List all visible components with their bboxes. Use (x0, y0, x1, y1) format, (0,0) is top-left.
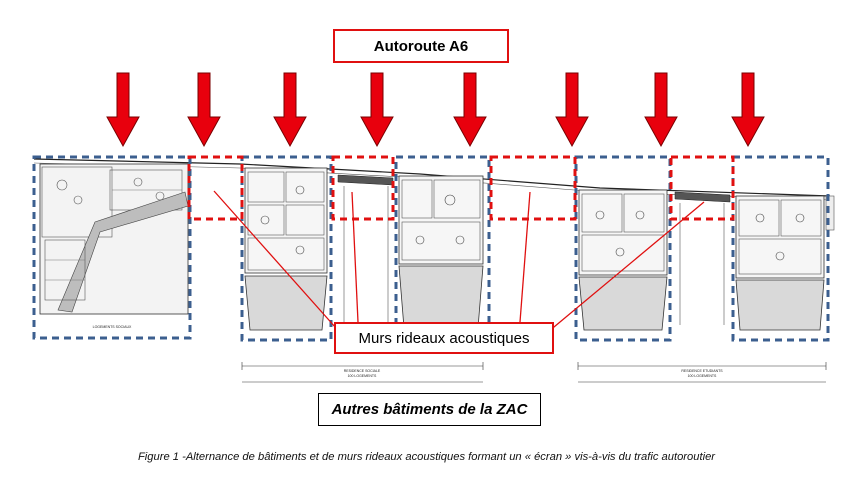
label-residence-sociale-sub: 100 LOGEMENTS (348, 374, 377, 378)
outline-building-4 (574, 155, 672, 342)
building-outlines (32, 155, 830, 342)
traffic-arrows (106, 72, 765, 148)
outline-building-1 (32, 155, 192, 340)
wall-outlines (187, 155, 735, 221)
acoustic-wall-2 (337, 174, 394, 325)
building-logements-sociaux (39, 163, 189, 315)
traffic-arrow (187, 72, 221, 148)
building-residence-etudiants-a (578, 189, 668, 331)
outline-building-2 (240, 155, 333, 342)
outline-wall-2 (331, 155, 395, 221)
highway-title: Autoroute A6 (333, 29, 509, 63)
outline-building-3 (394, 155, 491, 342)
outline-wall-3 (489, 155, 577, 221)
zac-buildings-label: Autres bâtiments de la ZAC (318, 393, 541, 426)
traffic-arrow (273, 72, 307, 148)
site-plan: LOGEMENTS SOCIAUX RESIDENCE SOCIALE 100 … (32, 72, 835, 383)
outline-wall-1 (187, 155, 244, 221)
figure-caption: Figure 1 -Alternance de bâtiments et de … (137, 451, 716, 463)
building-residence-etudiants-b (735, 195, 835, 331)
label-residence-etudiants-sub: 100 LOGEMENTS (688, 374, 717, 378)
pointer-lines (213, 190, 705, 333)
outline-wall-4 (669, 155, 735, 221)
traffic-arrow (453, 72, 487, 148)
outline-building-5 (731, 155, 830, 342)
traffic-arrow (555, 72, 589, 148)
label-residence-etudiants: RESIDENCE ETUDIANTS (681, 369, 723, 373)
label-residence-sociale: RESIDENCE SOCIALE (344, 369, 381, 373)
building-residence-sociale-b (398, 175, 484, 329)
acoustic-wall-4 (674, 191, 731, 325)
traffic-arrow (731, 72, 765, 148)
plan-drawing: LOGEMENTS SOCIAUX RESIDENCE SOCIALE 100 … (33, 158, 835, 383)
traffic-arrow (360, 72, 394, 148)
label-logements-sociaux: LOGEMENTS SOCIAUX (93, 325, 132, 329)
building-residence-sociale-a (244, 167, 328, 331)
acoustic-walls-label: Murs rideaux acoustiques (334, 322, 554, 354)
traffic-arrow (644, 72, 678, 148)
traffic-arrow (106, 72, 140, 148)
dimension-lines (241, 362, 827, 383)
